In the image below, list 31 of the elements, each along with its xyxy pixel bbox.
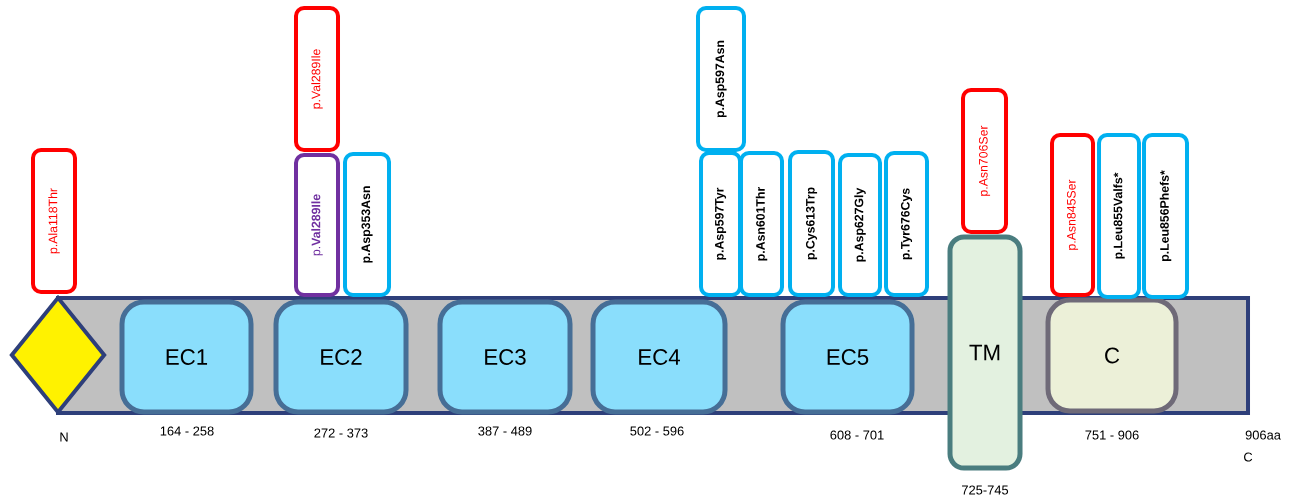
domain-box: C [1045,297,1179,414]
mutation-box: p.Val289Ile [294,153,340,297]
domain-box: EC4 [590,299,728,415]
mutation-box: p.Ala118Thr [31,148,77,294]
range-label: 751 - 906 [1085,430,1139,440]
mutation-box: p.Asp353Asn [343,152,391,297]
mutation-box: p.Asp627Gly [838,153,882,297]
mutation-box: p.Asn706Ser [961,88,1008,234]
mutation-box: p.Tyr676Cys [884,151,929,297]
domain-box: EC3 [437,299,573,415]
mutation-box: p.Val289Ile [294,6,340,152]
range-label: 725-745 [962,485,1009,495]
mutation-box: p.Asp597Tyr [699,151,742,297]
domain-box: EC2 [273,299,409,415]
mutation-box: p.Leu856Phefs* [1142,133,1189,299]
mutation-box: p.Cys613Trp [788,150,835,297]
mutation-box: p.Asp597Asn [696,6,746,152]
domain-box: EC5 [780,299,915,415]
range-label: N [60,432,68,442]
terminus-label: 906aa [1245,430,1281,440]
range-label: 387 - 489 [478,426,532,436]
mutation-box: p.Asn601Thr [739,151,784,297]
mutation-box: p.Asn845Ser [1050,133,1095,297]
range-label: 608 - 701 [830,430,884,440]
terminus-label: C [1244,452,1253,462]
range-label: 164 - 258 [160,426,214,436]
range-label: 502 - 596 [630,426,684,436]
mutation-box: p.Leu855Valfs* [1097,133,1141,299]
range-label: 272 - 373 [314,428,368,438]
domain-box: EC1 [119,299,254,415]
transmembrane-box: TM [947,234,1023,471]
